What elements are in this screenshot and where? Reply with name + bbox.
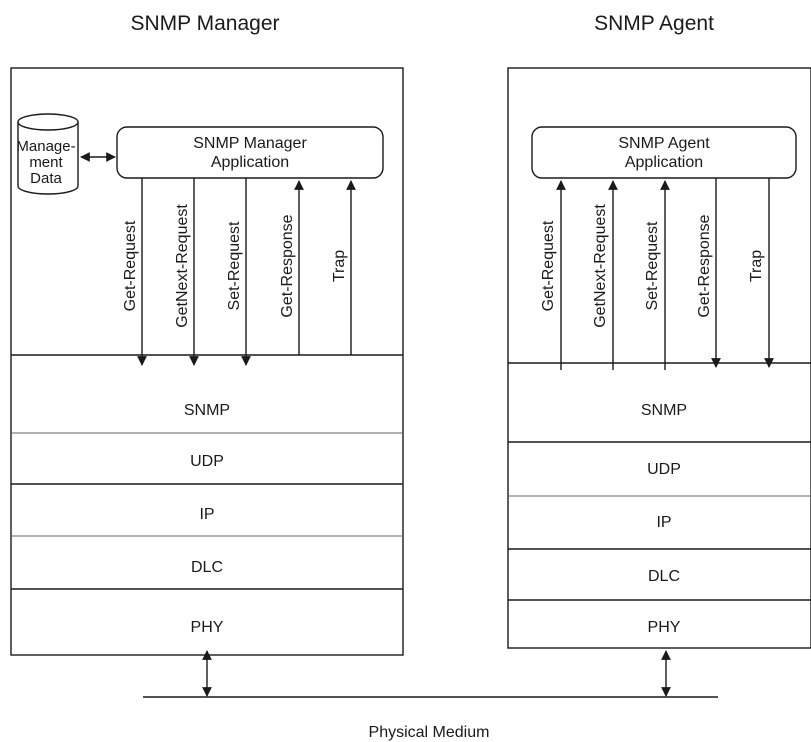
manager-msg-get-response: Get-Response — [279, 214, 296, 317]
manager-layer-udp: UDP — [190, 453, 224, 470]
db-label-line3: Data — [30, 170, 62, 187]
agent-layer-snmp: SNMP — [641, 402, 687, 419]
agent-msg-get-response: Get-Response — [696, 214, 713, 317]
manager-layer-snmp: SNMP — [184, 402, 230, 419]
agent-msg-get-request: Get-Request — [540, 220, 557, 311]
agent-station: SNMP UDP IP DLC PHY SNMP Agent Applicati… — [507, 67, 811, 649]
agent-application — [531, 126, 797, 179]
manager-msg-set-request: Set-Request — [226, 221, 243, 310]
agent-layer-phy: PHY — [648, 619, 681, 636]
agent-msg-getnext-request: GetNext-Request — [592, 204, 609, 328]
physical-medium-label: Physical Medium — [369, 724, 490, 741]
agent-layer-dlc: DLC — [648, 568, 680, 585]
manager-title: SNMP Manager — [130, 12, 279, 35]
manager-app-line1: SNMP Manager — [193, 135, 307, 152]
db-label-line2: ment — [29, 154, 63, 171]
manager-layer-ip: IP — [199, 506, 214, 523]
manager-msg-trap: Trap — [331, 250, 348, 282]
agent-layer-udp: UDP — [647, 461, 681, 478]
agent-msg-trap: Trap — [748, 250, 765, 282]
agent-layer-ip: IP — [656, 514, 671, 531]
agent-app-line1: SNMP Agent — [618, 135, 710, 152]
manager-app-line2: Application — [211, 154, 289, 171]
management-data-db: Manage- ment Data — [16, 113, 79, 195]
manager-layer-dlc: DLC — [191, 559, 223, 576]
manager-application — [116, 126, 384, 179]
manager-layer-phy: PHY — [191, 619, 224, 636]
manager-msg-getnext-request: GetNext-Request — [174, 204, 191, 328]
agent-msg-set-request: Set-Request — [644, 221, 661, 310]
agent-app-line2: Application — [625, 154, 703, 171]
agent-title: SNMP Agent — [594, 12, 714, 35]
manager-station: SNMP UDP IP DLC PHY Manage- ment Data SN… — [10, 67, 404, 656]
db-label-line1: Manage- — [16, 138, 75, 155]
manager-msg-get-request: Get-Request — [122, 220, 139, 311]
